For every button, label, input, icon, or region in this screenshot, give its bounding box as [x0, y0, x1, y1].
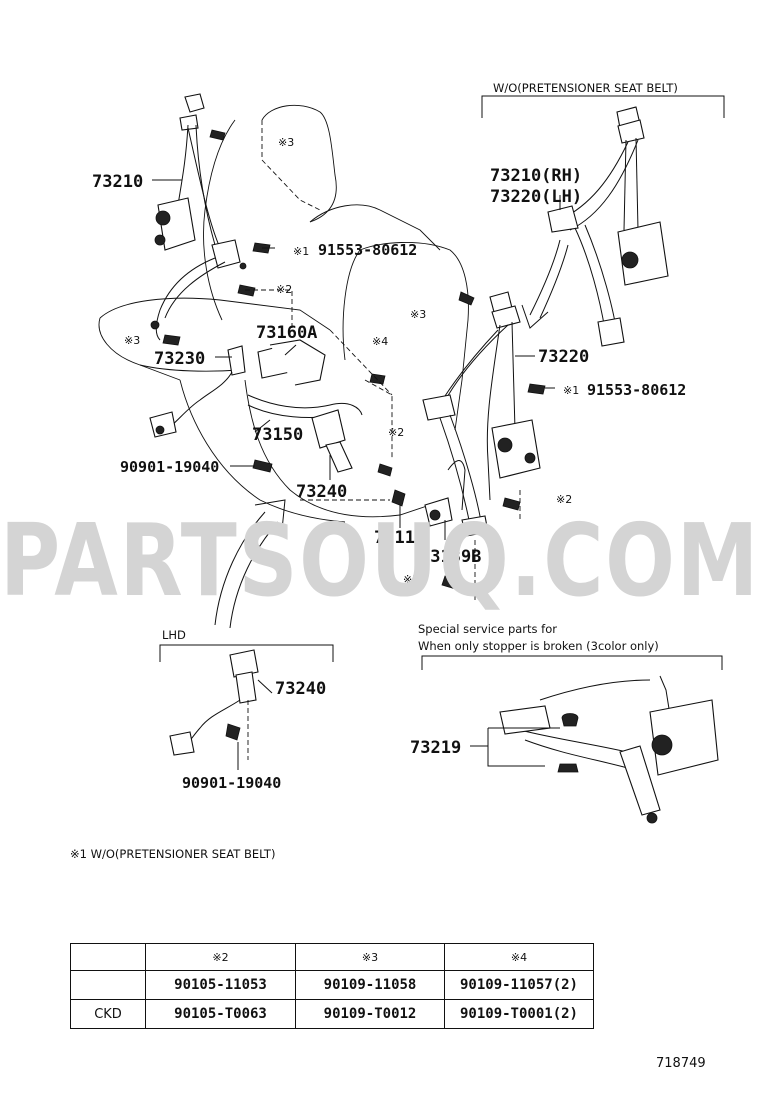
watermark: PARTSOUQ.COM [0, 502, 760, 619]
table-header-cell: ※3 [295, 943, 445, 971]
table-cell: 90105-11053 [145, 970, 296, 1000]
table-cell: 90109-11057(2) [444, 970, 594, 1000]
special-note-line2: When only stopper is broken (3color only… [418, 639, 659, 653]
diagram-id: 718749 [656, 1056, 706, 1071]
label-73230: 73230 [154, 349, 205, 369]
special-note-line1: Special service parts for [418, 622, 557, 636]
mark-3-top: ※3 [278, 136, 294, 149]
table-header-cell: ※4 [444, 943, 594, 971]
footnote: ※1 W/O(PRETENSIONER SEAT BELT) [70, 847, 275, 861]
table-cell: 90109-11058 [295, 970, 445, 1000]
label-73220-lh: 73220(LH) [490, 187, 582, 207]
label-73210-rh: 73210(RH) [490, 166, 582, 186]
lhd-label: LHD [162, 628, 186, 642]
bolts [162, 129, 546, 591]
bolt-reference-table: ※2 ※3 ※4 90105-11053 90109-11058 90109-1… [70, 943, 594, 1029]
mark-3-b: ※3 [410, 308, 426, 321]
lhd-inset [159, 644, 334, 760]
table-cell: CKD [70, 999, 146, 1029]
special-parts-inset [421, 655, 723, 824]
label-73115: 73115 [374, 528, 425, 548]
table-cell: 90105-T0063 [145, 999, 296, 1029]
label-90901-19040: 90901-19040 [120, 458, 219, 476]
table-header-cell: ※2 [145, 943, 296, 971]
buckle-73160a [149, 339, 363, 438]
mark-3-a: ※3 [124, 334, 140, 347]
table-header-row: ※2 ※3 ※4 [70, 943, 594, 971]
wo-pretensioner-header: W/O(PRETENSIONER SEAT BELT) [493, 81, 678, 95]
table-row: 90105-11053 90109-11058 90109-11057(2) [70, 970, 594, 1000]
label-73240: 73240 [296, 482, 347, 502]
label-73210: 73210 [92, 172, 143, 192]
belt-73220 [422, 291, 541, 537]
mark-2-b: ※2 [388, 426, 404, 439]
label-lhd-73240: 73240 [275, 679, 326, 699]
mark-3-c: ※3 [403, 573, 419, 586]
label-73150: 73150 [252, 425, 303, 445]
mark-2-c: ※2 [556, 493, 572, 506]
label-73219: 73219 [410, 738, 461, 758]
table-cell: 90109-T0001(2) [444, 999, 594, 1029]
buckle-73240 [252, 409, 353, 473]
mark-1-a: ※1 [293, 245, 309, 258]
mark-2-a: ※2 [276, 283, 292, 296]
mark-1-b: ※1 [563, 384, 579, 397]
label-91553-80612-b: 91553-80612 [587, 381, 686, 399]
table-cell: 90109-T0012 [295, 999, 445, 1029]
left-seat-outline [98, 104, 337, 381]
lhd-arrow [214, 499, 286, 629]
anchor-73139b [391, 460, 466, 527]
mark-4: ※4 [372, 335, 388, 348]
right-seat-outline [179, 204, 469, 523]
table-cell [70, 970, 146, 1000]
belt-73210 [150, 93, 247, 341]
wo-pretensioner-inset [481, 95, 725, 347]
label-73160a: 73160A [256, 323, 317, 343]
table-header-cell [70, 943, 146, 971]
label-91553-80612-a: 91553-80612 [318, 241, 417, 259]
label-73139b: 73139B [420, 547, 481, 567]
leader-lines [152, 179, 561, 770]
label-73220: 73220 [538, 347, 589, 367]
label-lhd-90901-19040: 90901-19040 [182, 774, 281, 792]
table-row: CKD 90105-T0063 90109-T0012 90109-T0001(… [70, 999, 594, 1029]
